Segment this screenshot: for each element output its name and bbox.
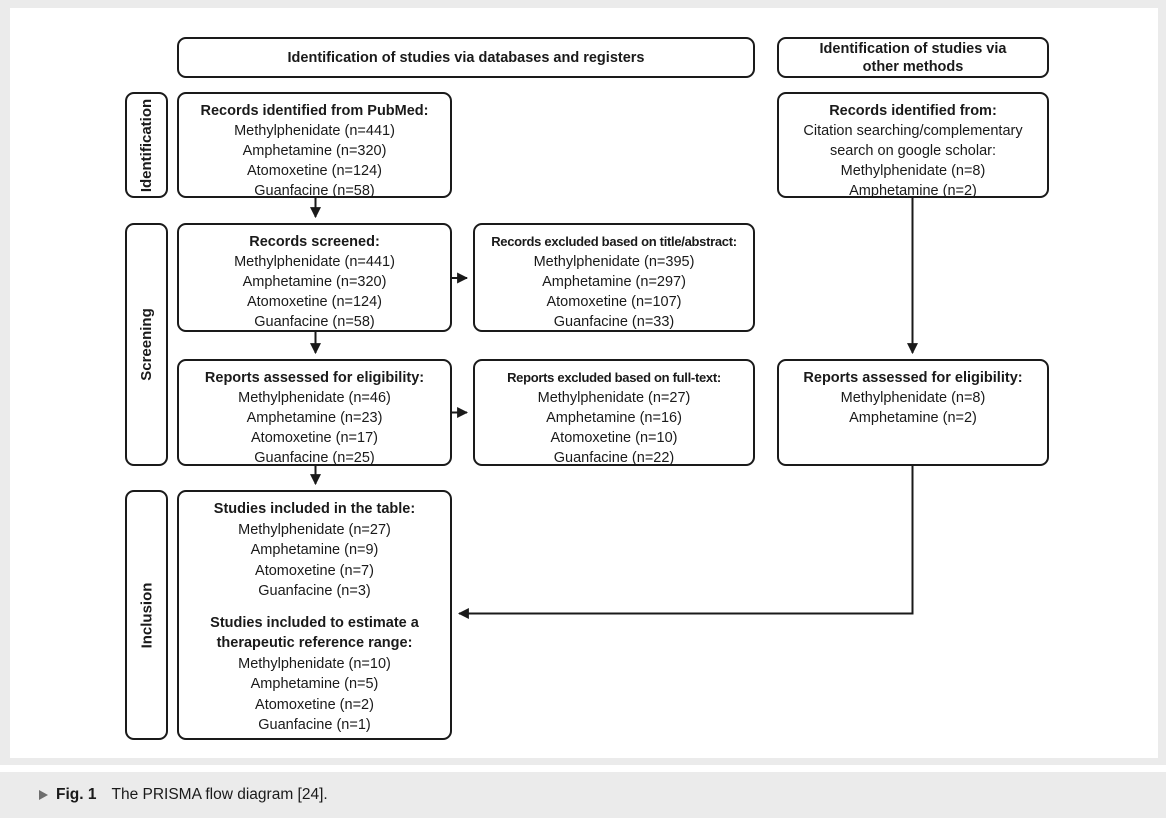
box-title: Studies included in the table: [213,501,416,517]
caption-label: Fig. 1 [56,786,97,803]
box-reports-assessed: Reports assessed for eligibility: Methyl… [177,359,452,466]
header-other-line2: other methods [862,58,964,75]
box-title: Records identified from PubMed: [200,103,429,119]
header-other-line1: Identification of studies via [819,40,1007,57]
box-records-excluded-title-abstract: Records excluded based on title/abstract… [473,223,755,332]
box-title: Reports assessed for eligibility: [803,370,1023,386]
header-databases-line1: Identification of studies via databases … [287,49,645,66]
box-title: Records screened: [249,234,380,250]
box-title: Reports assessed for eligibility: [204,370,425,386]
caption-text: The PRISMA flow diagram [24]. [111,786,328,803]
box-studies-included: Studies included in the table: Methylphe… [177,490,452,740]
header-databases-registers: Identification of studies via databases … [177,37,755,78]
stage-label-inclusion: Inclusion [125,490,168,740]
box-title: Reports excluded based on full-text: [507,370,721,385]
stage-label-screening: Screening [125,223,168,466]
stage-label-identification: Identification [125,92,168,198]
box-title: Records identified from: [829,103,997,119]
box-reports-assessed-other: Reports assessed for eligibility: Methyl… [777,359,1049,466]
box-reports-excluded-fulltext: Reports excluded based on full-text: Met… [473,359,755,466]
caption-triangle-icon [39,790,48,800]
box-title: Records excluded based on title/abstract… [491,234,737,249]
box-title-2: therapeutic reference range: [216,635,413,651]
figure-caption: Fig. 1 The PRISMA flow diagram [24]. [0,772,1166,818]
header-other-methods: Identification of studies via other meth… [777,37,1049,78]
box-records-identified-pubmed: Records identified from PubMed: Methylph… [177,92,452,199]
box-records-identified-other: Records identified from: Citation search… [777,92,1049,199]
paragraph-gap [187,602,442,613]
box-title-2: Studies included to estimate a [210,614,419,631]
box-records-screened: Records screened: Methylphenidate (n=441… [177,223,452,332]
